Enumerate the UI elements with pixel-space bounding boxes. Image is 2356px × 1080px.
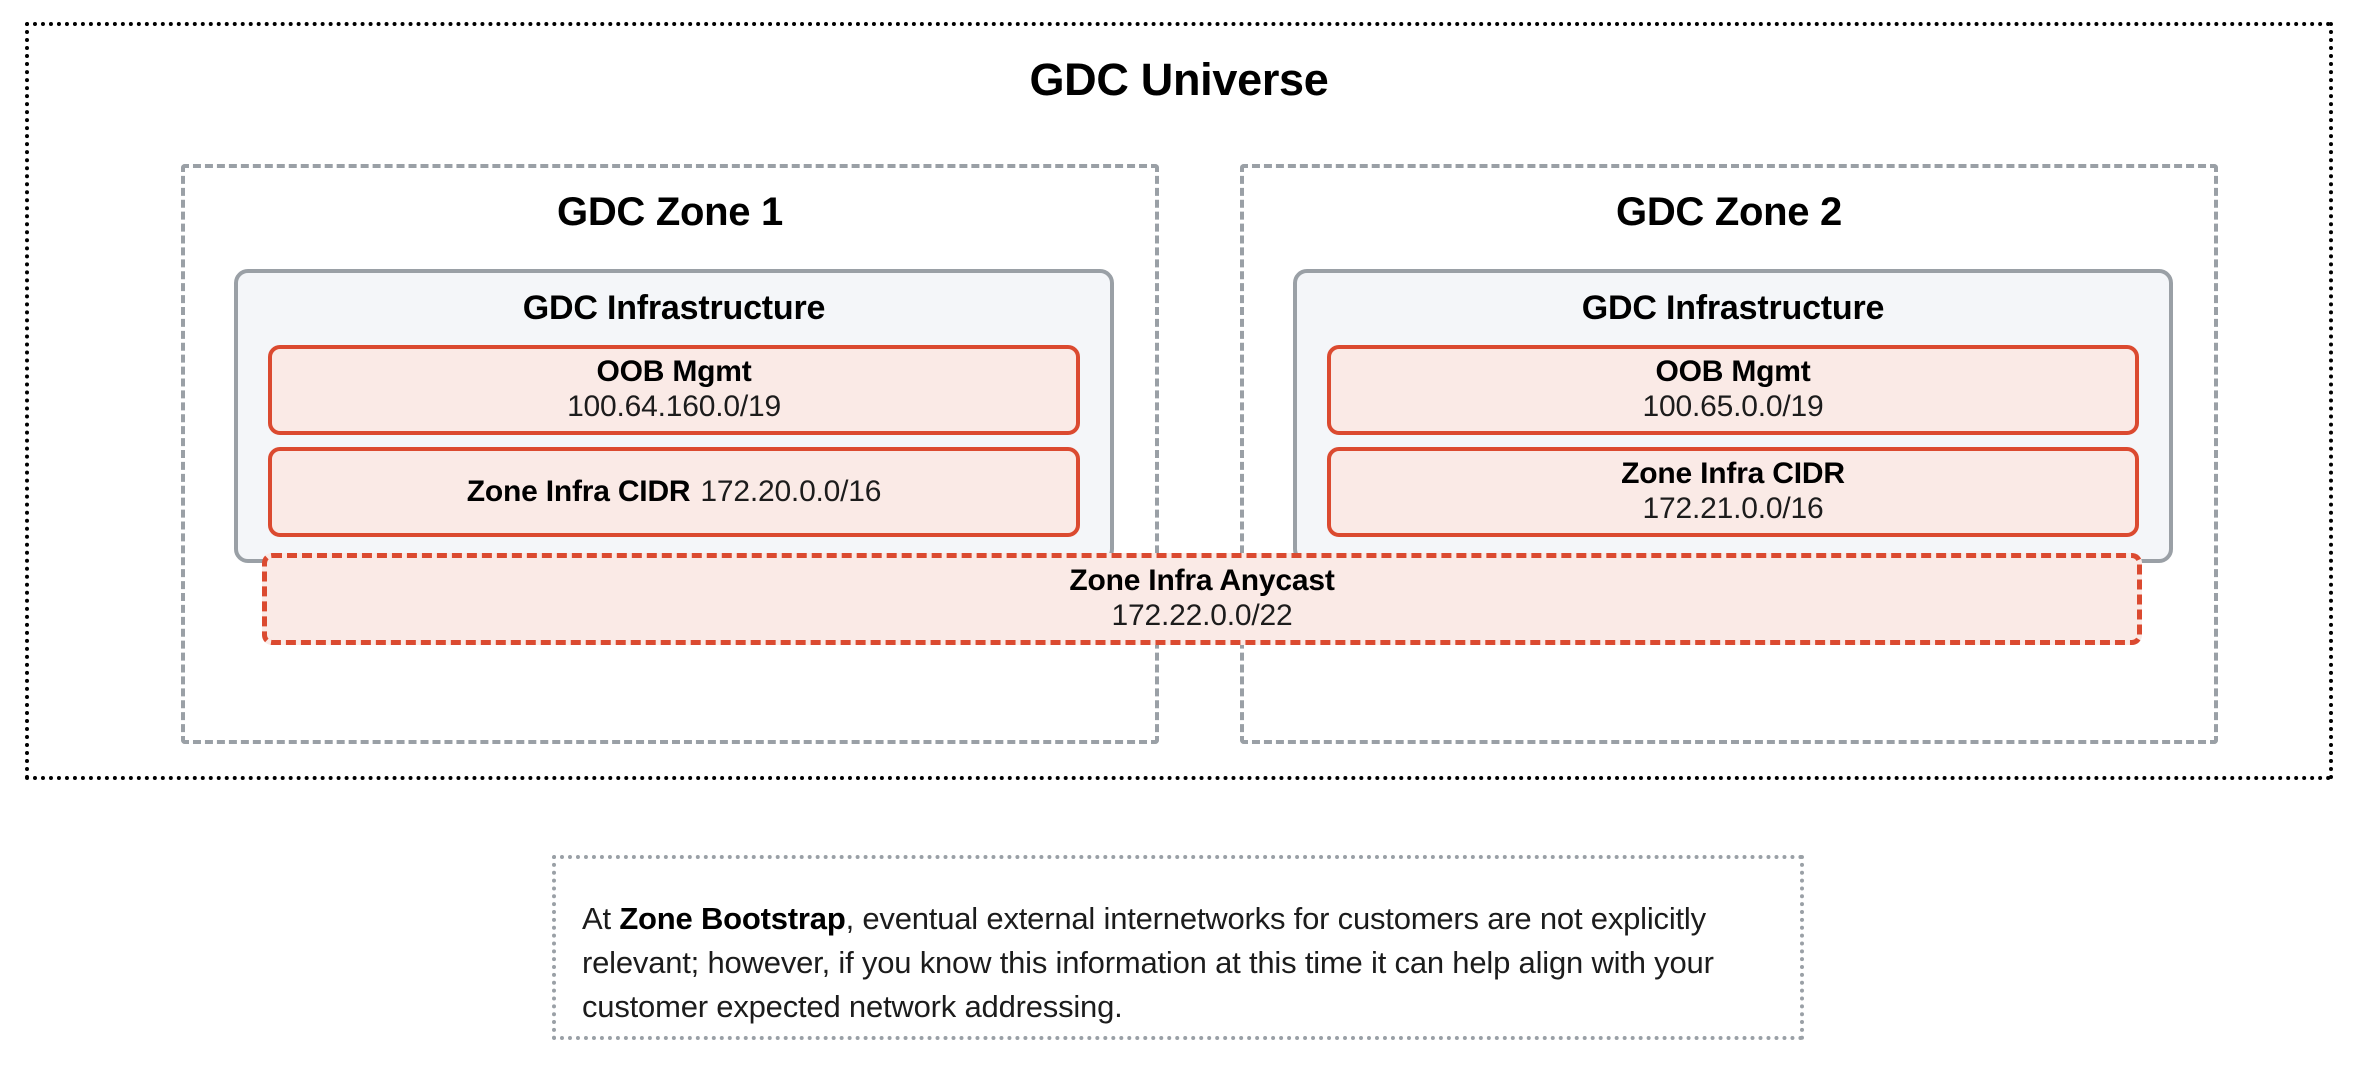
universe-title: GDC Universe [1029, 54, 1329, 105]
zone-1-oob-mgmt-block: OOB Mgmt 100.64.160.0/19 [268, 345, 1080, 435]
zone-2-infra-cidr-label: Zone Infra CIDR [1621, 457, 1845, 491]
zone-2-oob-mgmt-value: 100.65.0.0/19 [1642, 390, 1824, 423]
gdc-universe-container: GDC Universe GDC Zone 1 GDC Infrastructu… [25, 22, 2333, 780]
note-lead-text: At [582, 901, 620, 936]
zone-1-infra-cidr-block: Zone Infra CIDR 172.20.0.0/16 [268, 447, 1080, 537]
zone-2-oob-mgmt-label: OOB Mgmt [1655, 355, 1811, 389]
zone-1-infrastructure-title: GDC Infrastructure [522, 289, 826, 327]
zone-2-infrastructure-title: GDC Infrastructure [1581, 289, 1885, 327]
zone-infra-anycast-value: 172.22.0.0/22 [1111, 599, 1293, 632]
gdc-zone-2-container: GDC Zone 2 GDC Infrastructure OOB Mgmt 1… [1240, 164, 2218, 744]
zone-1-infra-cidr-value: 172.20.0.0/16 [700, 474, 882, 508]
zone-2-title: GDC Zone 2 [1616, 190, 1842, 234]
zone-infra-anycast-label: Zone Infra Anycast [1069, 564, 1335, 598]
gdc-zone-1-container: GDC Zone 1 GDC Infrastructure OOB Mgmt 1… [181, 164, 1159, 744]
bootstrap-note-text: At Zone Bootstrap, eventual external int… [582, 897, 1774, 1029]
zone-2-oob-mgmt-block: OOB Mgmt 100.65.0.0/19 [1327, 345, 2139, 435]
zone-1-oob-mgmt-value: 100.64.160.0/19 [567, 390, 781, 423]
zone-2-infra-cidr-value: 172.21.0.0/16 [1642, 492, 1824, 525]
bootstrap-note-box: At Zone Bootstrap, eventual external int… [552, 855, 1804, 1040]
zone-2-infrastructure-panel: GDC Infrastructure OOB Mgmt 100.65.0.0/1… [1293, 269, 2173, 563]
note-rest-text: , eventual external internetworks for cu… [582, 901, 1714, 1025]
zone-1-infra-cidr-label: Zone Infra CIDR [466, 474, 691, 508]
note-bold-term: Zone Bootstrap [619, 901, 846, 936]
zone-1-oob-mgmt-label: OOB Mgmt [596, 355, 752, 389]
zone-2-infra-cidr-block: Zone Infra CIDR 172.21.0.0/16 [1327, 447, 2139, 537]
zone-infra-anycast-block: Zone Infra Anycast 172.22.0.0/22 [262, 553, 2142, 645]
zone-1-infrastructure-panel: GDC Infrastructure OOB Mgmt 100.64.160.0… [234, 269, 1114, 563]
zone-1-title: GDC Zone 1 [557, 190, 783, 234]
